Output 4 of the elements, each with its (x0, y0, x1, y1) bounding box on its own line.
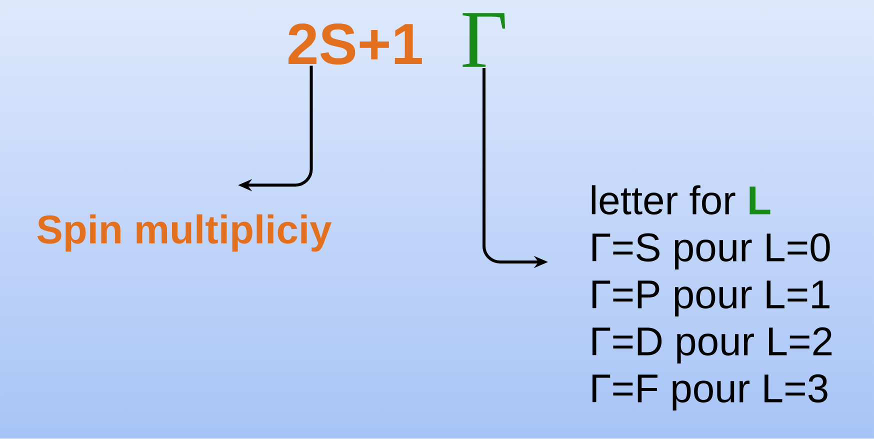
label-text: Spin multipliciy (37, 214, 332, 252)
superscript-number: 2S+1 (288, 23, 422, 65)
note-text: letter for L Γ=S pour L=0 Γ=P pour L=1 Γ=D pour L=2 Γ=F pour L=3 (592, 185, 832, 410)
symbol: Γ (462, 13, 506, 67)
